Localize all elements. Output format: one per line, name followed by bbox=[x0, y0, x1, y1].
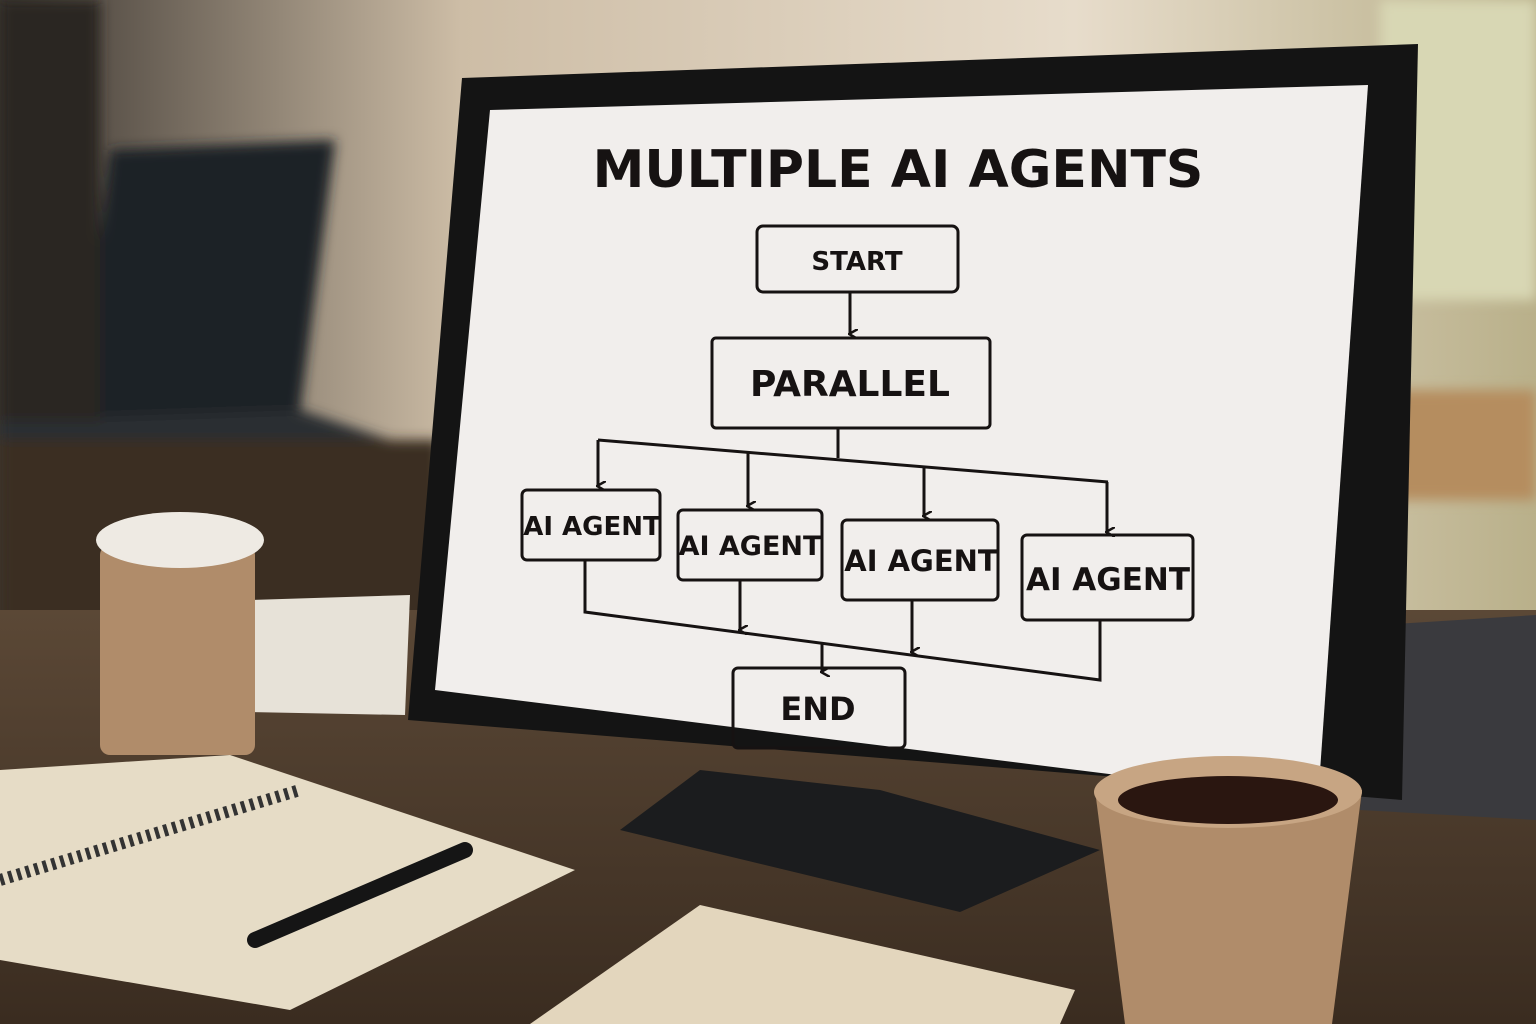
node-agent-4-box bbox=[1020, 533, 1195, 622]
paper-sheets bbox=[530, 905, 1075, 1024]
node-end-box bbox=[731, 666, 907, 750]
monitor-stand bbox=[620, 770, 1100, 912]
node-start-label: START bbox=[811, 247, 902, 277]
notebook-back bbox=[245, 595, 410, 715]
node-parallel-label: PARALLEL bbox=[750, 364, 950, 405]
pen bbox=[247, 842, 473, 948]
node-agent-4-label: AI AGENT bbox=[1026, 562, 1190, 598]
node-start-box bbox=[755, 224, 960, 294]
node-agent-1-label: AI AGENT bbox=[523, 512, 661, 542]
node-agent-2-box bbox=[676, 508, 824, 582]
node-agent-3-label: AI AGENT bbox=[844, 544, 998, 578]
diagram-title: MULTIPLE AI AGENTS bbox=[593, 140, 1204, 200]
background-shelf bbox=[0, 0, 100, 420]
notebook-spiral bbox=[0, 784, 302, 886]
node-parallel-box bbox=[710, 336, 992, 430]
node-agent-1-box bbox=[520, 488, 662, 562]
coffee-cup-lid bbox=[96, 512, 264, 568]
node-agent-3-box bbox=[840, 518, 1000, 602]
coffee-cup-front bbox=[1095, 790, 1362, 1024]
coffee bbox=[1118, 776, 1338, 824]
notebook-front bbox=[0, 755, 575, 1010]
coffee-cup-back bbox=[100, 545, 255, 755]
edge-merge-bus bbox=[583, 560, 1102, 682]
node-agent-2-label: AI AGENT bbox=[679, 531, 822, 562]
background-laptop bbox=[80, 140, 335, 420]
node-end-label: END bbox=[780, 690, 855, 728]
edge-split-bus bbox=[597, 438, 1109, 484]
